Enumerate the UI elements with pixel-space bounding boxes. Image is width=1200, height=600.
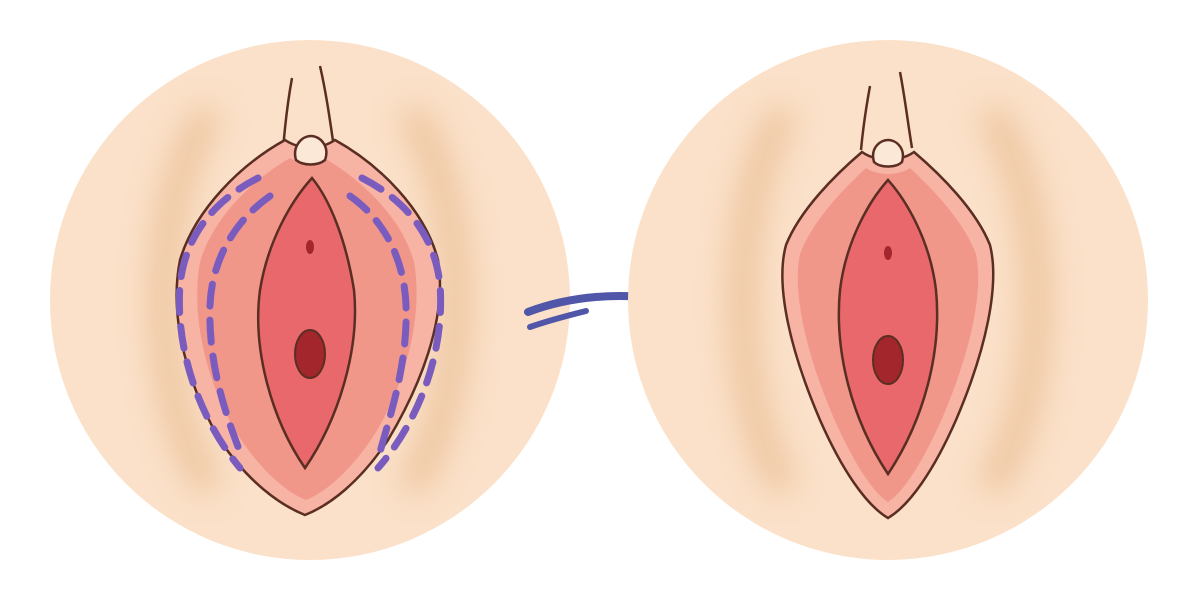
incision-marks [175, 174, 445, 472]
before-clitoral-hood [293, 134, 328, 166]
after-hood-strand-right [898, 71, 914, 149]
after-hood-strand-left [859, 85, 872, 151]
after-skin-shadows [729, 107, 1050, 493]
incision-right-outer [358, 174, 445, 472]
after-shadow-right [982, 107, 1050, 493]
arrow-shaft-lower [527, 308, 589, 330]
after-urethral-opening [884, 246, 892, 260]
before-panel [50, 40, 570, 560]
incision-left-outer [175, 174, 262, 472]
after-vaginal-opening [872, 335, 904, 385]
before-inner-tissue [256, 176, 357, 471]
after-shadow-left [729, 107, 793, 493]
before-skin-shadows [150, 107, 470, 493]
before-hood-strand-right [318, 65, 336, 149]
after-clitoral-hood [871, 138, 905, 168]
before-shadow-left [150, 107, 218, 493]
before-urethral-opening [306, 240, 314, 254]
after-panel [628, 40, 1148, 560]
after-inner-tissue [837, 178, 939, 477]
incision-left-inner [206, 192, 274, 456]
before-vaginal-opening [294, 329, 326, 379]
before-shadow-right [402, 107, 470, 493]
incision-right-inner [346, 192, 410, 456]
